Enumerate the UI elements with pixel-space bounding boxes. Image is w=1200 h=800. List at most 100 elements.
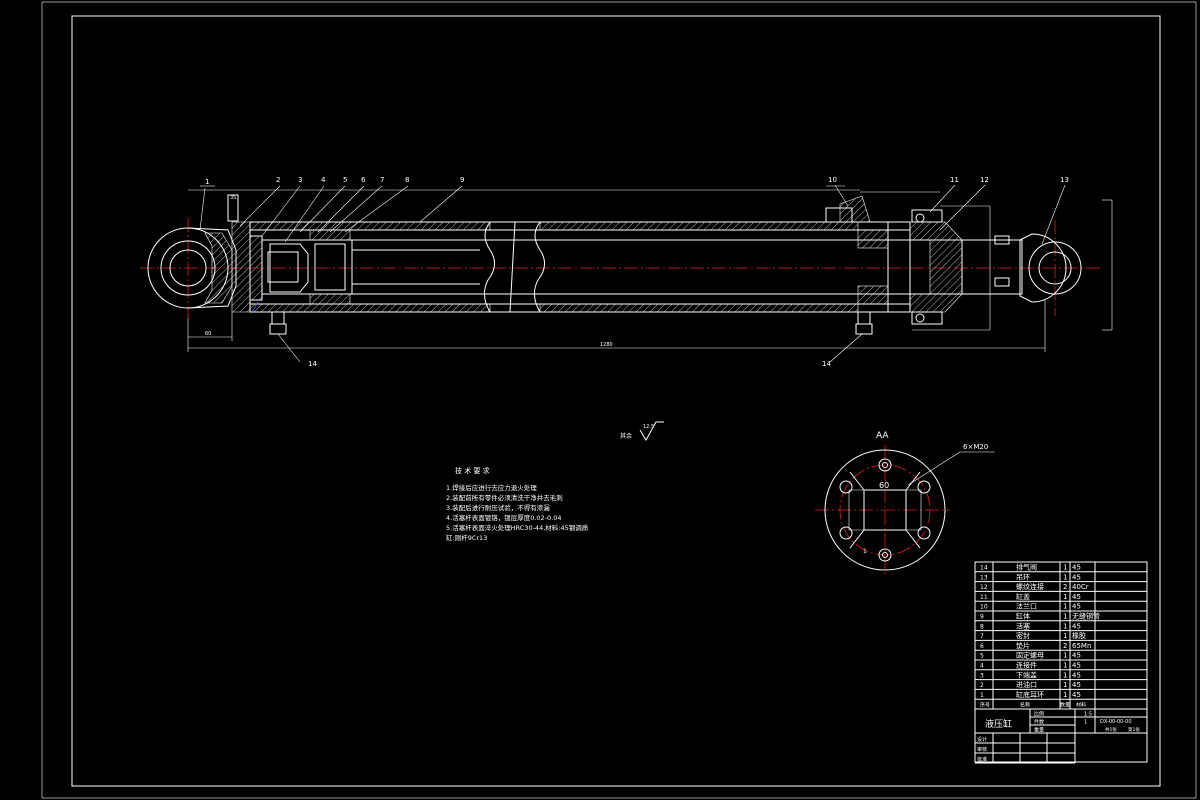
inner-border bbox=[71, 15, 1161, 787]
bom-row-name: 活塞 bbox=[1016, 621, 1030, 630]
dim-overall: 1280 bbox=[600, 342, 613, 348]
count-label: 件数 bbox=[1034, 719, 1044, 726]
callout-3: 3 bbox=[298, 176, 302, 184]
bom-row-material: 40Cr bbox=[1072, 583, 1089, 591]
sheet-label: 共1张 bbox=[1105, 726, 1117, 733]
note-4: 4.活塞杆表面镀铬，镀层厚度0.02-0.04 bbox=[446, 513, 562, 522]
bom-row-qty: 1 bbox=[1063, 662, 1067, 670]
bom-row-material: 45 bbox=[1072, 564, 1081, 572]
bom-row-no: 13 bbox=[980, 574, 988, 581]
bom-row-no: 8 bbox=[980, 623, 984, 630]
bom-row-material: 45 bbox=[1072, 662, 1081, 670]
bom-row-name: 固定螺母 bbox=[1016, 651, 1044, 660]
bom-header-no: 序号 bbox=[980, 702, 990, 709]
callout-7: 7 bbox=[380, 176, 384, 184]
bom-row-no: 12 bbox=[980, 584, 988, 591]
bom-row-name: 垫片 bbox=[1016, 641, 1030, 650]
section-aa: AA 6×M20 60 1 bbox=[815, 431, 995, 575]
callout-8: 8 bbox=[405, 176, 409, 184]
main-view: 1 2 3 4 5 6 7 8 9 10 11 12 13 14 14 bbox=[140, 176, 1113, 368]
callout-2: 2 bbox=[276, 176, 280, 184]
bom-row-material: 45 bbox=[1072, 652, 1081, 660]
technical-requirements: 技 术 要 求 1.焊接后应进行去应力退火处理 2.装配前所有零件必须清洗干净并… bbox=[446, 466, 589, 542]
callout-9: 9 bbox=[460, 176, 464, 184]
bom-row-no: 1 bbox=[980, 692, 984, 699]
bom-row-material: 65Mn bbox=[1072, 642, 1091, 650]
bom-row-qty: 2 bbox=[1063, 642, 1067, 650]
note-1: 1.焊接后应进行去应力退火处理 bbox=[446, 483, 537, 492]
bom-row-qty: 1 bbox=[1063, 573, 1067, 581]
bom-row-material: 45 bbox=[1072, 603, 1081, 611]
bom-row-qty: 1 bbox=[1063, 622, 1067, 630]
hole-note: 6×M20 bbox=[963, 443, 988, 451]
section-marker: 1 bbox=[863, 548, 867, 555]
bom-row-name: 缸底耳环 bbox=[1016, 690, 1044, 699]
scale-label: 比例 bbox=[1034, 711, 1044, 718]
bom-row-material: 45 bbox=[1072, 622, 1081, 630]
callout-13: 13 bbox=[1060, 176, 1069, 184]
bom-row-qty: 1 bbox=[1063, 652, 1067, 660]
bom-row-name: 下端盖 bbox=[1016, 670, 1037, 679]
sheet-of-label: 第1张 bbox=[1128, 726, 1140, 733]
bom-row-no: 3 bbox=[980, 672, 984, 679]
dim-left-offset: 60 bbox=[205, 331, 211, 337]
dimensions: 1280 60 35 bbox=[187, 189, 1113, 352]
note-5: 5.活塞杆表面淬火处理HRC30-44,材料:45钢调质 bbox=[446, 523, 589, 532]
bom-row-no: 10 bbox=[980, 604, 988, 611]
bom-row-qty: 1 bbox=[1063, 681, 1067, 689]
bom-row-no: 5 bbox=[980, 653, 984, 660]
bom-header-material: 材料 bbox=[1076, 702, 1086, 709]
role-2: 批准 bbox=[977, 756, 987, 763]
drawing-number: DX-00-00-00 bbox=[1100, 719, 1132, 725]
bom-row-qty: 1 bbox=[1063, 603, 1067, 611]
oil-ports bbox=[251, 301, 873, 335]
bom-row-material: 无缝钢管 bbox=[1072, 612, 1100, 621]
bom-row-name: 密封 bbox=[1016, 631, 1030, 640]
callout-10: 10 bbox=[828, 176, 837, 184]
note-2: 2.装配前所有零件必须清洗干净并去毛刺 bbox=[446, 493, 563, 502]
bom-row-name: 缸盖 bbox=[1016, 592, 1030, 601]
note-3: 3.装配后进行耐压试验，不得有渗漏 bbox=[446, 503, 550, 512]
bom-row-no: 7 bbox=[980, 633, 984, 640]
sheet-count: 1 bbox=[1084, 720, 1087, 726]
bom-row-name: 吊环 bbox=[1016, 573, 1030, 581]
dim-top-small: 35 bbox=[230, 195, 236, 201]
bom-row-material: 45 bbox=[1072, 593, 1081, 601]
bom-row-name: 螺纹连接 bbox=[1016, 582, 1044, 591]
bom-header-qty: 数量 bbox=[1060, 702, 1070, 709]
bom-row-no: 11 bbox=[980, 594, 988, 601]
bom-row-no: 6 bbox=[980, 643, 984, 650]
bom-row-material: 45 bbox=[1072, 691, 1081, 699]
bom-row-qty: 1 bbox=[1063, 564, 1067, 572]
callout-14-left: 14 bbox=[308, 360, 317, 368]
bom-row-no: 2 bbox=[980, 682, 984, 689]
bom-row-qty: 1 bbox=[1063, 691, 1067, 699]
bom-row-material: 45 bbox=[1072, 681, 1081, 689]
bom-row-material: 橡胶 bbox=[1072, 631, 1086, 640]
bom-row-name: 缸体 bbox=[1016, 612, 1030, 621]
bom-row-material: 45 bbox=[1072, 671, 1081, 679]
callout-4: 4 bbox=[321, 176, 326, 184]
notes-heading: 技 术 要 求 bbox=[455, 466, 490, 475]
bom-row-qty: 1 bbox=[1063, 593, 1067, 601]
section-title: AA bbox=[876, 431, 889, 441]
end-cap bbox=[227, 194, 263, 313]
outer-border bbox=[41, 1, 1197, 799]
bom-row-qty: 1 bbox=[1063, 671, 1067, 679]
surface-finish-symbol: 其余 12.5 bbox=[620, 421, 664, 441]
callout-5: 5 bbox=[343, 176, 347, 184]
bom-row-qty: 1 bbox=[1063, 632, 1067, 640]
bom-header-name: 名称 bbox=[1020, 702, 1030, 709]
role-0: 设计 bbox=[977, 736, 987, 743]
scale-value: 1:5 bbox=[1084, 712, 1092, 718]
callout-12: 12 bbox=[980, 176, 989, 184]
bom-row-no: 4 bbox=[980, 663, 984, 670]
surface-finish-label: 其余 bbox=[620, 432, 632, 440]
bom-row-name: 排气阀 bbox=[1016, 563, 1037, 572]
drawing-title: 液压缸 bbox=[985, 718, 1012, 730]
bom-row-qty: 1 bbox=[1063, 613, 1067, 621]
weight-label: 重量 bbox=[1034, 727, 1044, 734]
bom-row-name: 进油口 bbox=[1016, 680, 1037, 689]
